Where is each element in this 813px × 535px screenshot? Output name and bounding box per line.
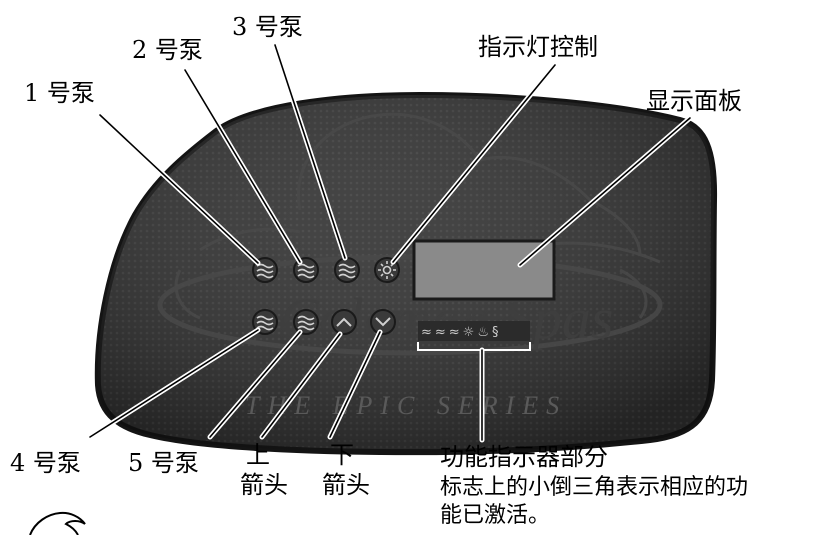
icons-bottom — [256, 315, 391, 331]
pump5-button[interactable] — [293, 309, 319, 335]
up-arrow-label-line2: 箭头 — [240, 471, 288, 499]
pump2-label: 2 号泵 — [132, 36, 203, 64]
indicator-bracket — [417, 342, 531, 351]
jets-icon — [256, 315, 274, 331]
indicator-strip — [418, 321, 530, 341]
series-text: THE EPIC SERIES — [245, 391, 567, 420]
up-arrow-button[interactable] — [331, 309, 357, 335]
pump4-label: 4 号泵 — [10, 449, 81, 477]
down-arrow-label: 下 — [330, 441, 354, 469]
chevron-up-icon — [336, 317, 352, 327]
pump3-button[interactable] — [334, 257, 360, 283]
down-arrow-label-line2: 箭头 — [322, 471, 370, 499]
pump1-label: 1 号泵 — [24, 79, 95, 107]
display-screen — [412, 239, 556, 301]
pump5-label: 5 号泵 — [128, 449, 199, 477]
wave-icons-top — [256, 261, 396, 279]
chevron-down-icon — [375, 317, 391, 327]
display-panel-label: 显示面板 — [646, 87, 742, 115]
up-arrow-label: 上 箭头 — [246, 441, 270, 469]
jets-icon — [297, 263, 315, 279]
hand-icon — [29, 511, 86, 535]
indicator-section-label: 功能指示器部分 — [440, 443, 608, 471]
indicator-desc-line2: 能已激活。 — [440, 503, 551, 528]
pump3-label: 3 号泵 — [232, 13, 303, 41]
sun-icon — [378, 261, 396, 279]
jets-icon — [297, 315, 315, 331]
jets-icon — [338, 263, 356, 279]
light-control-label: 指示灯控制 — [478, 33, 598, 61]
indicator-icons: ≈≈≈☼♨§ — [421, 325, 502, 340]
down-arrow-button[interactable] — [370, 309, 396, 335]
indicator-desc-line1: 标志上的小倒三角表示相应的功 — [440, 475, 749, 500]
leader-lines-core — [89, 44, 691, 441]
